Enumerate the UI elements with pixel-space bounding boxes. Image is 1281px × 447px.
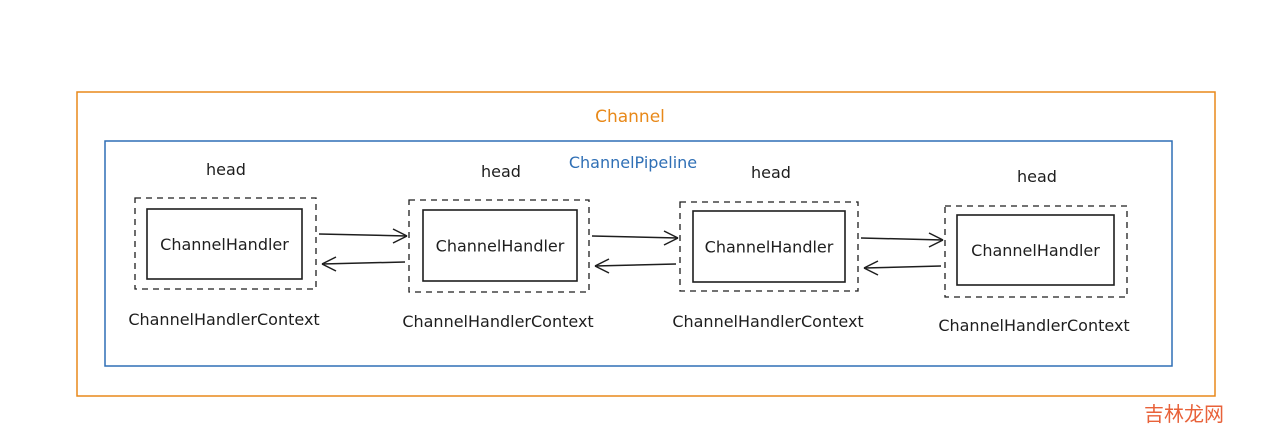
handler-box [956, 214, 1115, 286]
handler-box [422, 209, 578, 282]
backward-arrow-3 [863, 260, 942, 276]
head-label: head [481, 162, 521, 181]
forward-arrow-2 [591, 230, 679, 246]
forward-arrow-1 [318, 228, 408, 244]
context-label: ChannelHandlerContext [402, 312, 593, 331]
head-label: head [751, 163, 791, 182]
handler-box [146, 208, 303, 280]
context-dashed-box [944, 205, 1128, 298]
handler-label: ChannelHandler [436, 237, 565, 256]
head-label: head [1017, 167, 1057, 186]
context-label: ChannelHandlerContext [128, 310, 319, 329]
handler-box [692, 210, 846, 283]
context-label: ChannelHandlerContext [938, 316, 1129, 335]
context-dashed-box [408, 199, 590, 293]
watermark-text: 吉林龙网 [1144, 402, 1224, 426]
handler-label: ChannelHandler [160, 235, 289, 254]
backward-arrow-1 [321, 256, 406, 272]
channel-label: Channel [595, 107, 665, 127]
forward-arrow-3 [860, 232, 944, 248]
handler-label: ChannelHandler [971, 241, 1100, 260]
context-dashed-box [679, 201, 859, 292]
context-dashed-box [134, 197, 317, 290]
head-label: head [206, 160, 246, 179]
channel-box [76, 91, 1216, 397]
pipeline-box [104, 140, 1173, 367]
context-label: ChannelHandlerContext [672, 312, 863, 331]
pipeline-label: ChannelPipeline [569, 153, 697, 172]
backward-arrow-2 [594, 258, 677, 274]
links-layer [318, 228, 944, 276]
handler-label: ChannelHandler [705, 238, 834, 257]
nodes-layer: ChannelHandlerheadChannelHandlerContextC… [128, 160, 1129, 335]
